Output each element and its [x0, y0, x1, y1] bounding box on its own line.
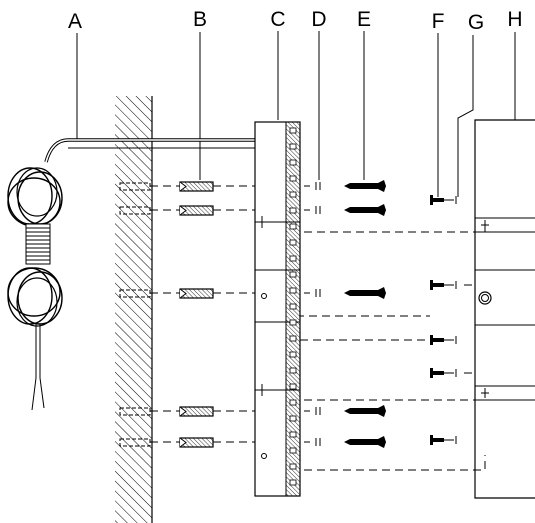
label-f: F: [432, 10, 445, 33]
wall-plugs: [179, 181, 214, 448]
washers: [315, 182, 321, 446]
label-d: D: [311, 8, 326, 31]
label-h: H: [507, 8, 522, 31]
short-screws: [430, 195, 457, 445]
screws: [344, 180, 386, 448]
label-e: E: [357, 8, 371, 31]
label-g: G: [468, 11, 484, 34]
alignment-lines: [150, 185, 486, 471]
label-a: A: [68, 10, 82, 33]
label-c: C: [270, 8, 285, 31]
cabinet: [474, 119, 535, 499]
mounting-rail: [254, 121, 301, 497]
wall: [115, 96, 153, 523]
label-b: B: [193, 8, 207, 31]
cable-coil: [7, 138, 255, 411]
labels: A B C D E F G H: [68, 8, 523, 34]
leader-lines: [76, 31, 516, 197]
